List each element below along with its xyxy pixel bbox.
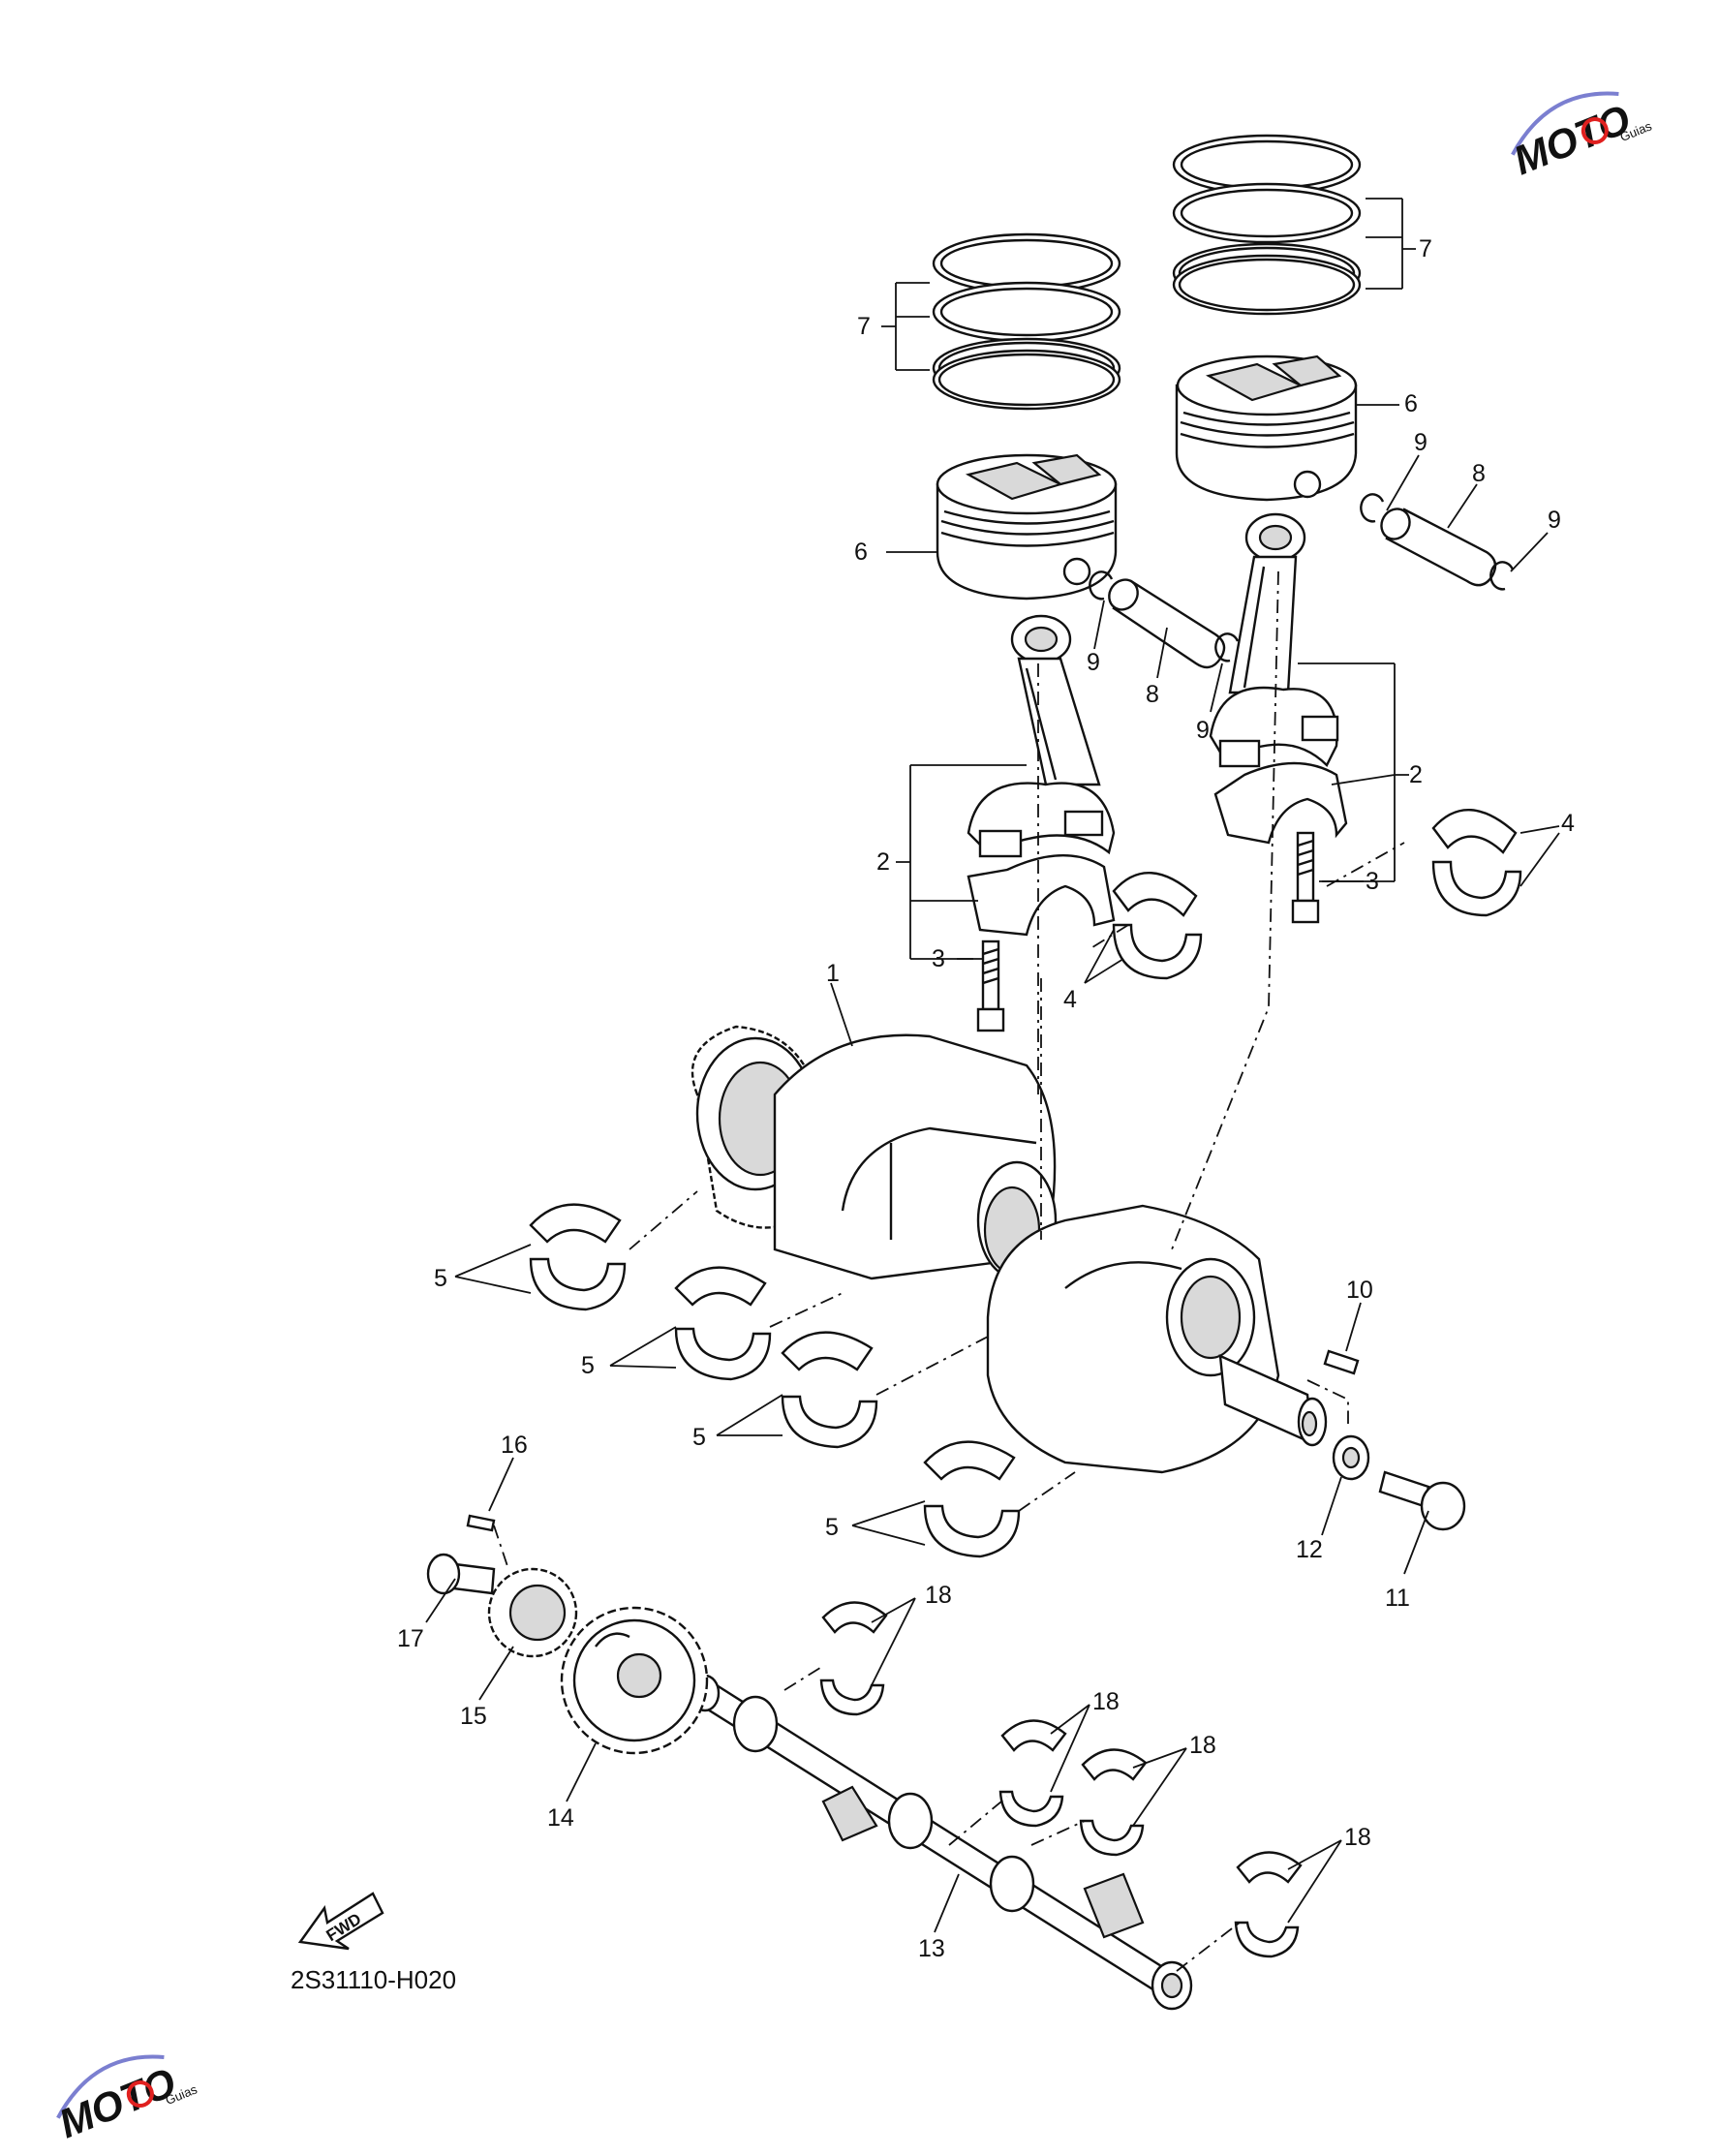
fwd-direction-arrow: FWD: [297, 1892, 384, 1951]
callout-2-left: 2: [876, 848, 890, 876]
callout-16: 16: [501, 1432, 528, 1459]
watermark-brand: MOTO: [52, 2059, 182, 2146]
callout-9-d: 9: [1548, 507, 1561, 534]
callout-9-b: 9: [1196, 717, 1210, 744]
piston-right: [1175, 354, 1358, 502]
callout-3-left: 3: [932, 945, 945, 972]
piston-pin-right: [1380, 508, 1497, 587]
callout-8-right: 8: [1472, 460, 1486, 487]
callout-17: 17: [397, 1625, 424, 1652]
watermark-bottom-left: MOTO Guias: [52, 2054, 200, 2146]
callout-12: 12: [1296, 1536, 1323, 1563]
leader-lines: [425, 198, 1560, 1933]
callout-10: 10: [1346, 1277, 1373, 1304]
balancer-drive-gear: [487, 1567, 578, 1658]
rod-bolt-right: [1291, 831, 1320, 924]
callout-6-left: 6: [854, 539, 868, 566]
callout-4-left: 4: [1063, 986, 1077, 1013]
callout-18-d: 18: [1344, 1824, 1371, 1851]
callout-8-left: 8: [1146, 681, 1159, 708]
bigend-bearing-right: [1431, 809, 1522, 917]
callout-4-right: 4: [1561, 810, 1575, 837]
callout-6-right: 6: [1404, 390, 1418, 417]
callout-5-c: 5: [692, 1424, 706, 1451]
piston-rings-left: [932, 232, 1121, 411]
watermark-top-right: MOTO Guias: [1507, 91, 1654, 183]
callout-5-d: 5: [825, 1514, 839, 1541]
dowel-pin: [466, 1514, 496, 1532]
callout-5-b: 5: [581, 1352, 595, 1379]
watermark-brand: MOTO: [1507, 96, 1637, 183]
callout-3-right: 3: [1366, 868, 1379, 895]
callout-5-a: 5: [434, 1265, 447, 1292]
callout-13: 13: [918, 1935, 945, 1962]
diagram-code: 2S31110-H020: [291, 1965, 456, 1994]
piston-pin-left: [1108, 578, 1226, 669]
callout-15: 15: [460, 1703, 487, 1730]
crank-washer: [1332, 1434, 1370, 1481]
balancer-bearing-set: [819, 1601, 1303, 1958]
callout-9-c: 9: [1414, 429, 1427, 456]
main-bearing-set: [529, 1203, 1021, 1558]
callout-9-a: 9: [1087, 649, 1100, 676]
callout-11: 11: [1385, 1585, 1410, 1612]
callout-numbers: 1 2 2 3 3 4 4 5 5 5 5 6 6 7 7 8 8 9 9 9 …: [397, 235, 1575, 1962]
callout-18-a: 18: [925, 1582, 952, 1609]
circlip-set: [1089, 493, 1515, 662]
balancer-shaft: [690, 1674, 1193, 2011]
connecting-rod-left: [967, 614, 1116, 937]
bigend-bearing-left: [1112, 872, 1203, 980]
crank-bolt: [1378, 1470, 1466, 1531]
gear-bolt: [426, 1553, 496, 1595]
assembly-lines: [493, 570, 1405, 1972]
callout-18-b: 18: [1092, 1688, 1120, 1715]
callout-2-right: 2: [1409, 761, 1423, 788]
rod-bolt-left: [976, 939, 1005, 1032]
balancer-driven-gear: [560, 1606, 709, 1755]
connecting-rod-right: [1209, 512, 1348, 845]
crankshaft: [691, 1025, 1328, 1474]
piston-left: [936, 453, 1118, 601]
callout-7-right: 7: [1419, 235, 1432, 262]
callout-7-left: 7: [857, 313, 871, 340]
callout-14: 14: [547, 1804, 574, 1832]
piston-rings-right: [1172, 134, 1362, 316]
callout-1: 1: [826, 960, 840, 987]
woodruff-key: [1323, 1349, 1360, 1375]
callout-18-c: 18: [1189, 1732, 1216, 1759]
